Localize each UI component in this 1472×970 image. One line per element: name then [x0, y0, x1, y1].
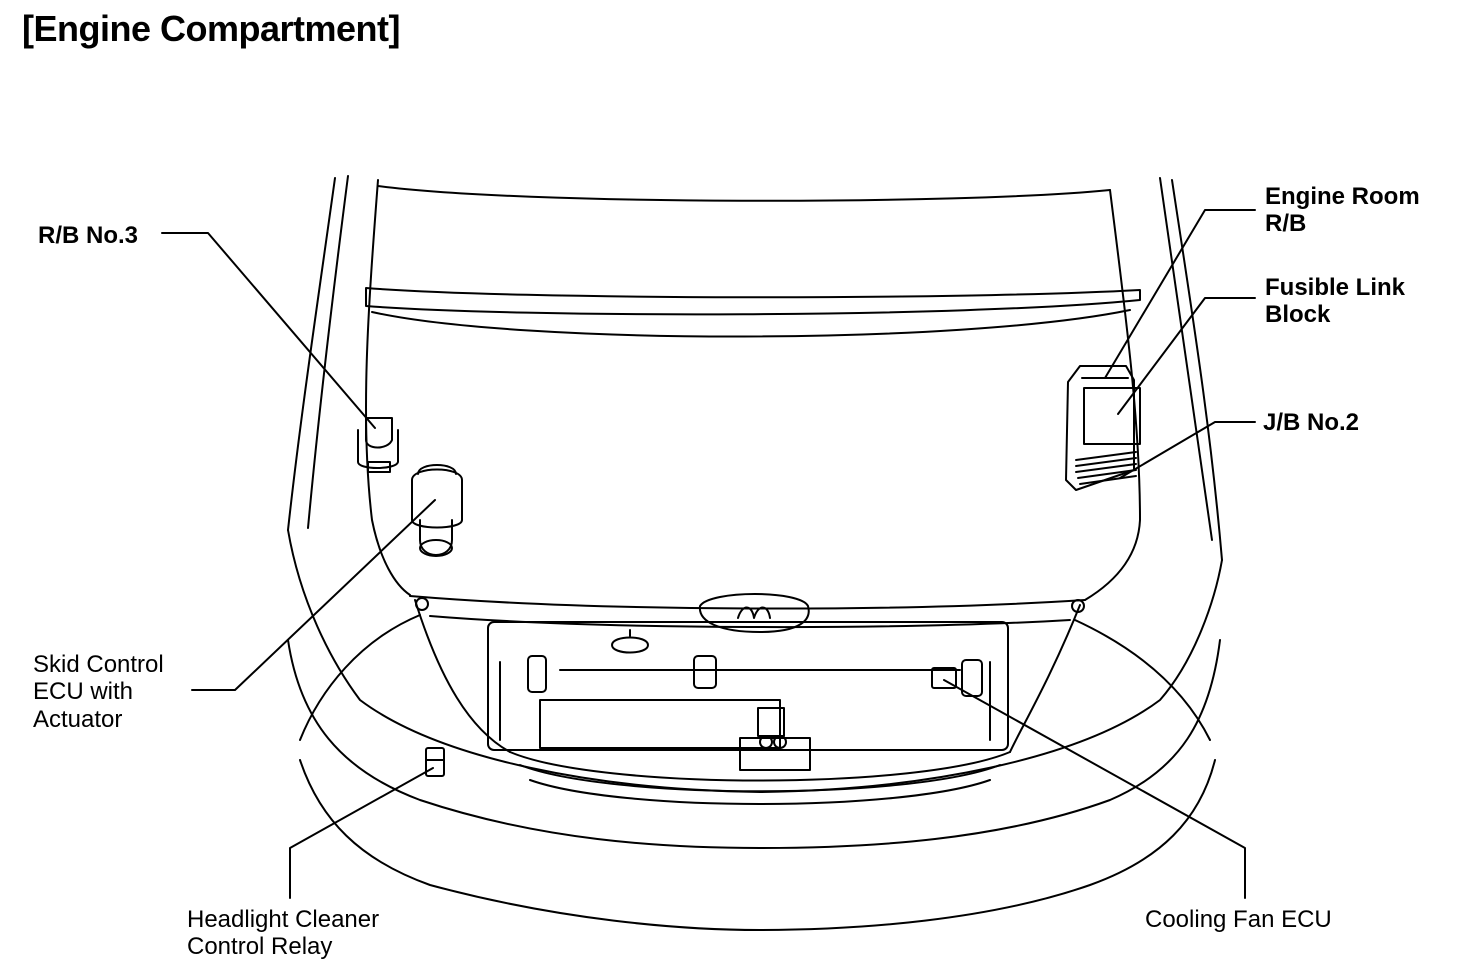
- leader-headlight: [289, 767, 434, 899]
- label-engine-room-rb-line2: R/B: [1265, 210, 1307, 237]
- headlight-cleaner-relay-component: [425, 747, 445, 777]
- page-title: [Engine Compartment]: [22, 8, 401, 49]
- label-fusible-link-line1: Fusible Link: [1265, 274, 1406, 301]
- label-rb-no3: R/B No.3: [38, 222, 139, 249]
- label-skid-control-line2: ECU with: [33, 678, 134, 705]
- car-body: [287, 175, 1223, 931]
- label-skid-control-line3: Actuator: [33, 706, 123, 733]
- label-headlight-cleaner-line1: Headlight Cleaner: [187, 906, 380, 933]
- rb-no3-component: [357, 417, 399, 473]
- leader-jb2: [1119, 421, 1256, 479]
- leader-cooling: [943, 679, 1246, 899]
- label-skid-control-line1: Skid Control: [33, 651, 164, 678]
- leader-engine-room: [1104, 209, 1256, 379]
- label-engine-room-rb-line1: Engine Room: [1265, 183, 1420, 210]
- leader-skid: [191, 499, 436, 691]
- label-headlight-cleaner-line2: Control Relay: [187, 933, 333, 960]
- leader-rb3: [161, 232, 376, 429]
- label-cooling-fan-ecu: Cooling Fan ECU: [1145, 906, 1332, 933]
- skid-control-ecu-component: [411, 464, 463, 557]
- label-jb-no2: J/B No.2: [1263, 409, 1360, 436]
- leader-lines: [161, 209, 1256, 899]
- label-fusible-link-line2: Block: [1265, 301, 1331, 328]
- leader-fusible: [1117, 297, 1256, 415]
- cooling-fan-ecu-component: [931, 667, 957, 689]
- engine-room-rb-component: [1065, 365, 1141, 491]
